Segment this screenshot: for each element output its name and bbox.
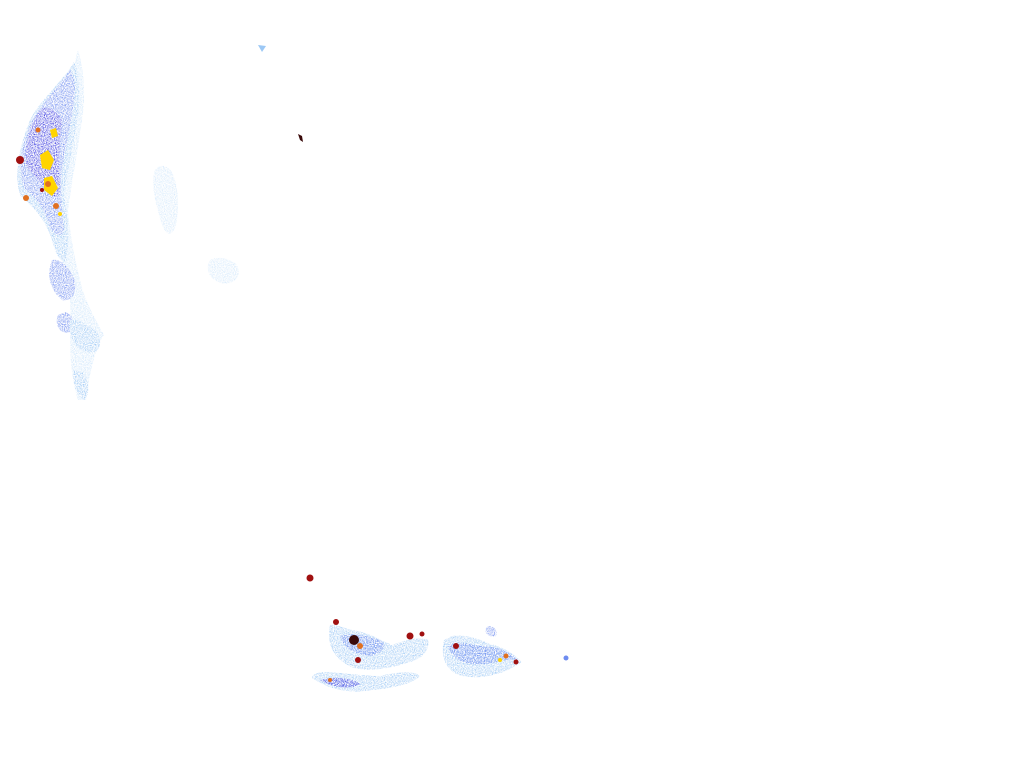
echo-northwest-cores [16,127,62,216]
echo-faint-central [153,165,239,284]
echo-southern-cores [328,619,519,682]
echo-small-north-cells [258,45,569,661]
echo-northwest-band [17,50,104,400]
